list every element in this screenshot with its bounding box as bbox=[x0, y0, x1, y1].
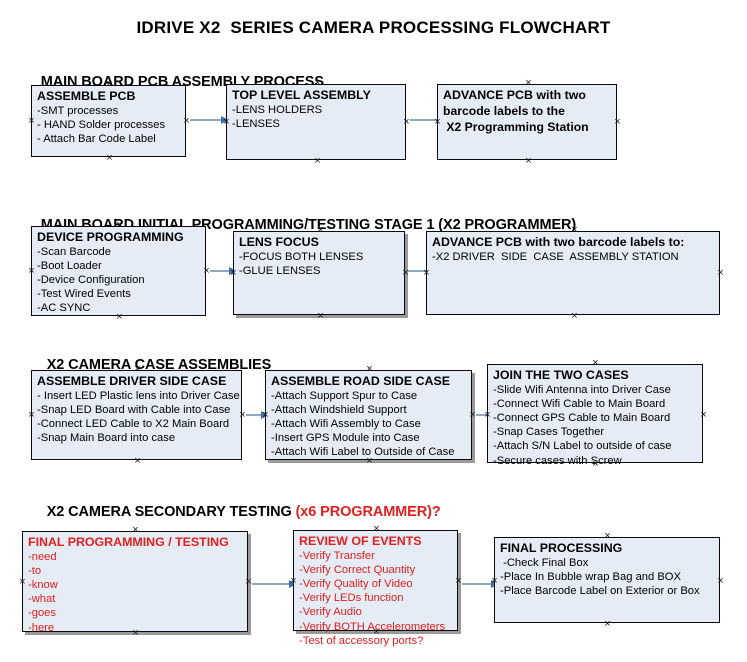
box-line: -Verify LEDs function bbox=[299, 592, 404, 605]
box-line: -Connect LED Cable to X2 Main Board bbox=[37, 417, 230, 430]
resize-handle-bottom[interactable] bbox=[603, 620, 612, 629]
box-line: -Verify Correct Quantity bbox=[299, 563, 416, 576]
box-line: - Insert LED Plastic lens into Driver Ca… bbox=[37, 389, 240, 402]
box-line: -Snap LED Board with Cable into Case bbox=[37, 403, 231, 416]
box-title: FINAL PROCESSING bbox=[500, 541, 623, 555]
box-line: X2 Programming Station bbox=[443, 119, 589, 134]
box-title: ADVANCE PCB with two barcode labels to: bbox=[432, 235, 685, 249]
box-assemble-road-side-case[interactable]: ASSEMBLE ROAD SIDE CASE -Attach Support … bbox=[265, 370, 472, 460]
resize-handle-left[interactable] bbox=[18, 578, 27, 587]
box-line: -Connect GPS Cable to Main Board bbox=[493, 411, 671, 424]
box-line: -Connect Wifi Cable to Main Board bbox=[493, 397, 666, 410]
resize-handle-bottom[interactable] bbox=[570, 312, 579, 321]
box-title: ASSEMBLE DRIVER SIDE CASE bbox=[37, 374, 227, 388]
box-line: -Verify Audio bbox=[299, 606, 362, 619]
box-top-level-assembly[interactable]: TOP LEVEL ASSEMBLY -LENS HOLDERS -LENSES bbox=[226, 84, 406, 160]
connector-4-1 bbox=[252, 579, 297, 588]
box-title: ASSEMBLE PCB bbox=[37, 89, 136, 103]
box-advance-pcb-driver-side[interactable]: ADVANCE PCB with two barcode labels to: … bbox=[426, 231, 720, 315]
resize-handle-right[interactable] bbox=[699, 411, 708, 420]
box-line: -know bbox=[28, 578, 58, 591]
section-heading-4-text: X2 CAMERA SECONDARY TESTING bbox=[46, 504, 296, 520]
box-line: -Verify Transfer bbox=[299, 549, 375, 562]
box-title: LENS FOCUS bbox=[239, 235, 319, 249]
resize-handle-bottom[interactable] bbox=[316, 312, 325, 321]
connector-4-2 bbox=[462, 579, 499, 588]
box-line: -Place Barcode Label on Exterior or Box bbox=[500, 584, 700, 597]
box-line: -Slide Wifi Antenna into Driver Case bbox=[493, 383, 671, 396]
box-line: -Scan Barcode bbox=[37, 245, 112, 258]
box-line: -Insert GPS Module into Case bbox=[271, 432, 420, 445]
resize-handle-right[interactable] bbox=[613, 118, 622, 127]
resize-handle-left[interactable] bbox=[27, 117, 36, 126]
box-line: -Boot Loader bbox=[37, 259, 102, 272]
box-line: -LENSES bbox=[232, 117, 280, 130]
box-line: -FOCUS BOTH LENSES bbox=[239, 250, 364, 263]
box-join-the-two-cases[interactable]: JOIN THE TWO CASES -Slide Wifi Antenna i… bbox=[487, 364, 703, 467]
section-heading-3: X2 CAMERA CASE ASSEMBLIES bbox=[31, 341, 272, 389]
box-review-of-events[interactable]: REVIEW OF EVENTS -Verify Transfer -Verif… bbox=[293, 530, 458, 647]
box-line: -need bbox=[28, 550, 57, 563]
resize-handle-right[interactable] bbox=[716, 577, 725, 586]
box-line: -Attach Windshield Support bbox=[271, 403, 407, 416]
box-line-overflow: -Test of accessory ports? bbox=[299, 634, 424, 647]
box-final-processing[interactable]: FINAL PROCESSING -Check Final Box -Place… bbox=[494, 537, 720, 623]
box-line: -Attach S/N Label to outside of case bbox=[493, 440, 672, 453]
box-line: - Attach Bar Code Label bbox=[37, 132, 156, 145]
box-title: ASSEMBLE ROAD SIDE CASE bbox=[271, 374, 450, 388]
resize-handle-right[interactable] bbox=[716, 269, 725, 278]
box-line: - HAND Solder processes bbox=[37, 118, 166, 131]
connector-1-1 bbox=[190, 115, 229, 124]
box-line: -goes bbox=[28, 607, 56, 620]
box-line: -Secure cases with Screw bbox=[493, 454, 622, 467]
box-line: -Verify Quality of Video bbox=[299, 577, 413, 590]
box-assemble-pcb[interactable]: ASSEMBLE PCB -SMT processes - HAND Solde… bbox=[31, 85, 186, 157]
page-title: IDRIVE X2 SERIES CAMERA PROCESSING FLOWC… bbox=[136, 18, 611, 37]
resize-handle-top[interactable] bbox=[603, 532, 612, 541]
box-advance-pcb-station[interactable]: ADVANCE PCB with two barcode labels to t… bbox=[437, 84, 617, 160]
resize-handle-top[interactable] bbox=[365, 365, 374, 374]
box-line: -Verify BOTH Accelerometers bbox=[299, 620, 446, 633]
box-title: DEVICE PROGRAMMING bbox=[37, 230, 184, 244]
box-lens-focus[interactable]: LENS FOCUS -FOCUS BOTH LENSES -GLUE LENS… bbox=[233, 231, 405, 315]
resize-handle-bottom[interactable] bbox=[133, 457, 142, 466]
box-title: ADVANCE PCB with two bbox=[443, 88, 586, 102]
box-device-programming[interactable]: DEVICE PROGRAMMING -Scan Barcode -Boot L… bbox=[31, 226, 206, 316]
section-heading-3-text: X2 CAMERA CASE ASSEMBLIES bbox=[46, 357, 272, 373]
resize-handle-bottom[interactable] bbox=[313, 157, 322, 166]
box-final-programming-testing[interactable]: FINAL PROGRAMMING / TESTING -need -to -k… bbox=[22, 531, 248, 634]
box-line: -what bbox=[28, 593, 56, 606]
box-line: -Device Configuration bbox=[37, 273, 145, 286]
box-line: -GLUE LENSES bbox=[239, 264, 321, 277]
resize-handle-left[interactable] bbox=[27, 267, 36, 276]
box-line: -Attach Support Spur to Case bbox=[271, 389, 418, 402]
box-title: REVIEW OF EVENTS bbox=[299, 534, 422, 548]
box-line: -LENS HOLDERS bbox=[232, 103, 323, 116]
resize-handle-top[interactable] bbox=[524, 79, 533, 88]
section-heading-4-accent: (x6 PROGRAMMER)? bbox=[295, 504, 441, 520]
box-line: -Test Wired Events bbox=[37, 288, 131, 301]
box-line: -Place In Bubble wrap Bag and BOX bbox=[500, 570, 681, 583]
arrowhead-icon bbox=[221, 115, 229, 124]
box-assemble-driver-side-case[interactable]: ASSEMBLE DRIVER SIDE CASE - Insert LED P… bbox=[31, 370, 242, 460]
box-line: barcode labels to the bbox=[443, 103, 565, 118]
resize-handle-bottom[interactable] bbox=[524, 157, 533, 166]
box-title: JOIN THE TWO CASES bbox=[493, 368, 629, 382]
box-line: -X2 DRIVER SIDE CASE ASSEMBLY STATION bbox=[432, 250, 679, 263]
box-line: -Attach Wifi Label to Outside of Case bbox=[271, 446, 455, 459]
resize-handle-left[interactable] bbox=[27, 411, 36, 420]
box-line: -to bbox=[28, 564, 42, 577]
box-line: -Snap Cases Together bbox=[493, 426, 605, 439]
box-title: TOP LEVEL ASSEMBLY bbox=[232, 88, 371, 102]
box-line: -Attach Wifi Assembly to Case bbox=[271, 417, 421, 430]
resize-handle-bottom[interactable] bbox=[105, 154, 114, 163]
box-line: -Snap Main Board into case bbox=[37, 432, 176, 445]
box-line: -AC SYNC bbox=[37, 302, 91, 315]
section-heading-4: X2 CAMERA SECONDARY TESTING (x6 PROGRAMM… bbox=[31, 488, 441, 536]
box-line: -Check Final Box bbox=[500, 556, 589, 569]
box-title: FINAL PROGRAMMING / TESTING bbox=[28, 535, 229, 549]
box-line: -SMT processes bbox=[37, 104, 119, 117]
box-line: -here bbox=[28, 621, 55, 634]
resize-handle-top[interactable] bbox=[591, 359, 600, 368]
